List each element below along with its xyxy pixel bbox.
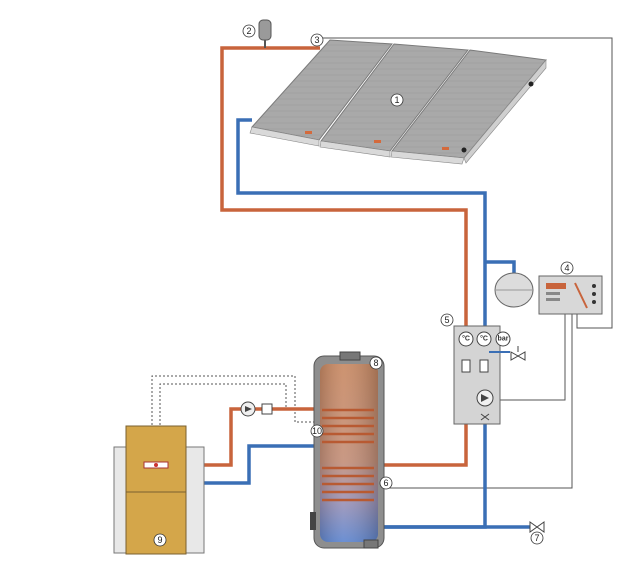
callouts: 1 2 3 4 5 6 7 8 9 10 bbox=[153, 24, 574, 547]
boiler-flow-pipe bbox=[197, 407, 320, 467]
pressure-gauge-label: bar bbox=[498, 336, 509, 343]
boiler-control-line-1 bbox=[151, 375, 316, 425]
callout-circle-10 bbox=[310, 424, 324, 438]
boiler-return-pipe bbox=[197, 444, 320, 485]
callout-circle-7 bbox=[530, 531, 544, 545]
heating-boiler bbox=[113, 425, 205, 555]
check-valve-icon bbox=[261, 403, 273, 415]
callout-circle-8 bbox=[369, 356, 383, 370]
callout-label-8: 8 bbox=[373, 358, 378, 368]
callout-circle-4 bbox=[560, 261, 574, 275]
upper-heat-exchanger-coil bbox=[322, 408, 374, 444]
callout-label-10: 10 bbox=[312, 426, 322, 436]
cold-pipes bbox=[197, 118, 532, 529]
pump-control-line bbox=[490, 314, 566, 401]
solar-collector-array bbox=[249, 39, 547, 165]
signal-lines bbox=[151, 37, 613, 489]
boiler-control-line-2 bbox=[159, 383, 287, 425]
solar-pump-station: °C °C bbox=[453, 325, 501, 425]
callout-label-1: 1 bbox=[394, 95, 399, 105]
callout-circle-9 bbox=[153, 533, 167, 547]
thermometer-left-label: °C bbox=[462, 335, 470, 343]
callout-circle-6 bbox=[379, 476, 393, 490]
callout-label-3: 3 bbox=[314, 35, 319, 45]
callout-label-5: 5 bbox=[444, 315, 449, 325]
pressure-gauge: bar bbox=[489, 331, 526, 361]
callout-label-6: 6 bbox=[383, 478, 388, 488]
callout-circle-3 bbox=[310, 33, 324, 47]
callout-circle-2 bbox=[242, 24, 256, 38]
hot-pipes bbox=[197, 46, 468, 467]
expansion-branch-pipe bbox=[485, 260, 516, 274]
air-vent bbox=[258, 19, 272, 48]
collector-sensor-line bbox=[322, 37, 613, 329]
callout-circle-5 bbox=[440, 313, 454, 327]
callout-circle-1 bbox=[390, 93, 404, 107]
thermometer-right-gauge bbox=[476, 331, 492, 347]
collector-flow-pipe bbox=[220, 46, 468, 467]
solar-expansion-vessel bbox=[494, 272, 534, 308]
solar-controller bbox=[538, 275, 603, 315]
callout-label-9: 9 bbox=[157, 535, 162, 545]
callout-label-4: 4 bbox=[564, 263, 569, 273]
callout-label-2: 2 bbox=[246, 26, 251, 36]
callout-label-7: 7 bbox=[534, 533, 539, 543]
thermometer-right-label: °C bbox=[480, 335, 488, 343]
boiler-circuit-pump bbox=[240, 401, 273, 417]
lower-heat-exchanger-coil bbox=[322, 466, 374, 502]
tank-sensor-line bbox=[384, 314, 573, 489]
thermometer-left-gauge bbox=[458, 331, 474, 347]
safety-valve-icon bbox=[510, 351, 526, 361]
storage-tank bbox=[310, 351, 385, 549]
drain-valve-icon bbox=[529, 521, 545, 533]
